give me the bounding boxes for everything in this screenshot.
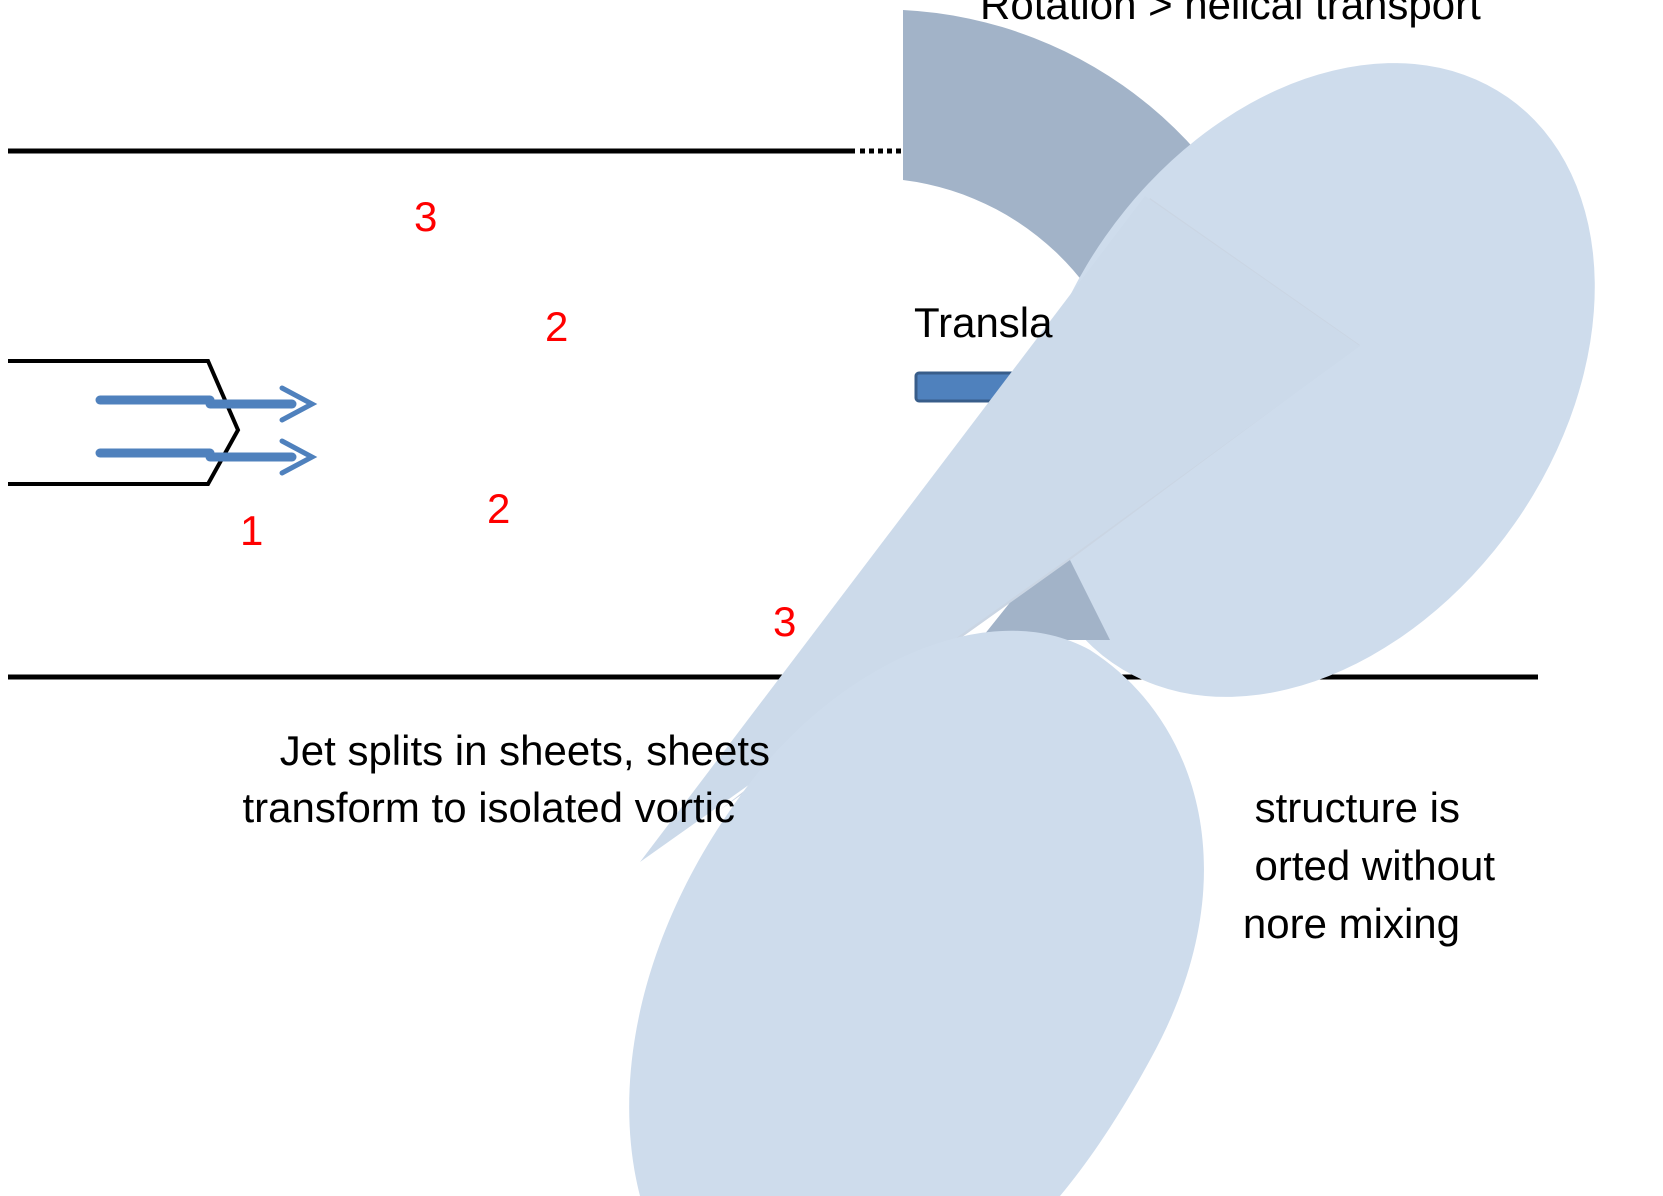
dark-wedge bbox=[980, 540, 1110, 640]
marker-2-lower: 2 bbox=[487, 485, 511, 532]
nozzle-outline bbox=[8, 359, 241, 486]
jet-arrow-lower bbox=[95, 438, 318, 476]
marker-2-upper: 2 bbox=[545, 303, 569, 350]
marker-3-upper: 3 bbox=[414, 193, 438, 240]
translation-label: Transla bbox=[914, 299, 1053, 346]
caption-right-line-3: nore mixing bbox=[1242, 900, 1460, 947]
marker-3-lower: 3 bbox=[773, 598, 797, 645]
header-label: Rotation > helical transport bbox=[980, 0, 1481, 28]
caption-left-line-2: transform to isolated vortic bbox=[242, 784, 735, 831]
marker-1: 1 bbox=[240, 507, 264, 554]
caption-right-line-1: structure is bbox=[1254, 784, 1460, 831]
jet-arrow-upper bbox=[95, 385, 318, 423]
caption-left-line-1: Jet splits in sheets, sheets bbox=[279, 727, 770, 774]
light-ellipse-bottom bbox=[629, 630, 1204, 1196]
caption-right-line-2: orted without bbox=[1254, 842, 1495, 889]
pointer-triangle bbox=[640, 196, 1360, 862]
